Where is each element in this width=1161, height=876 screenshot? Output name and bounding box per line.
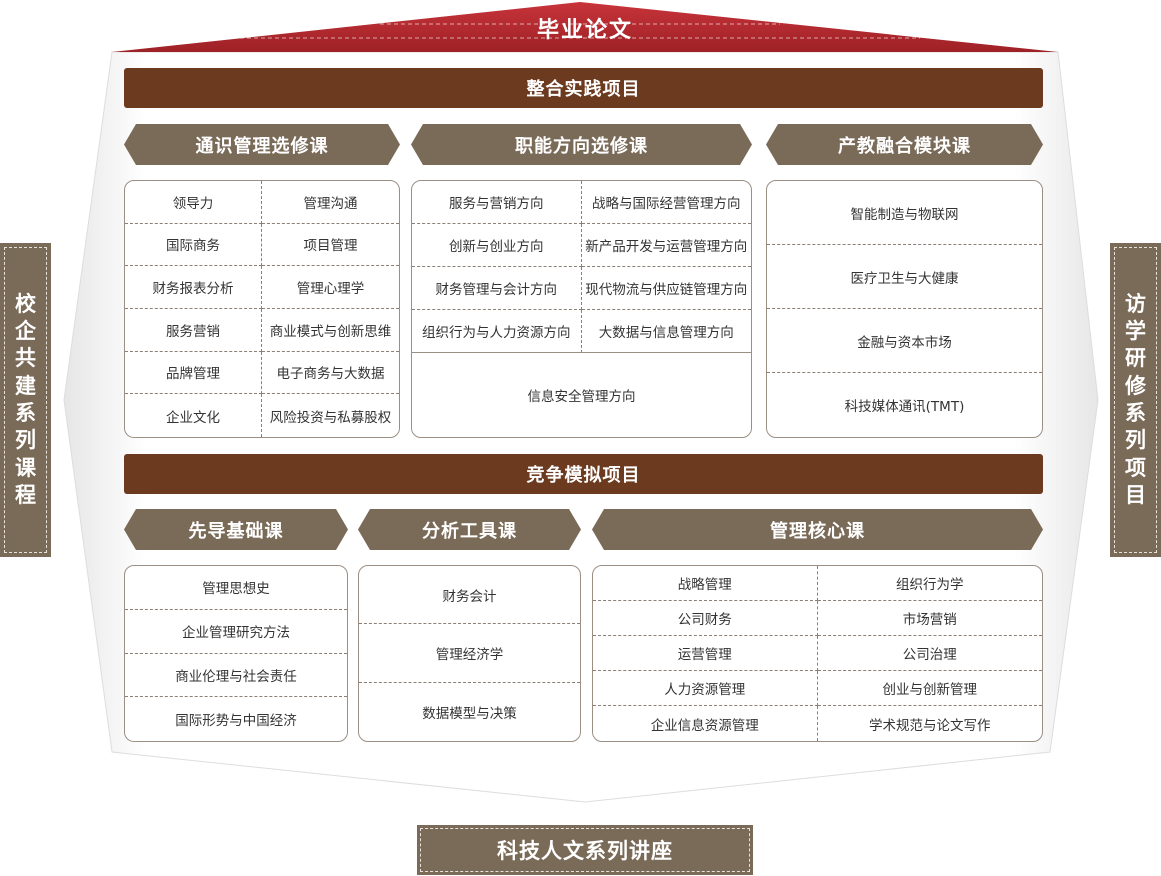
lecture-series-box: 科技人文系列讲座 — [417, 825, 753, 875]
right-pillar-char: 项 — [1125, 455, 1146, 480]
right-pillar-visiting-programs: 访 学 研 修 系 列 项 目 — [1110, 243, 1161, 557]
course-item: 商业模式与创新思维 — [262, 309, 399, 352]
course-item: 公司治理 — [817, 636, 1042, 671]
course-item: 学术规范与论文写作 — [869, 717, 991, 734]
roof-shape — [112, 2, 1058, 52]
foundation-courses-header: 先导基础课 — [124, 509, 348, 550]
course-item: 医疗卫生与大健康 — [767, 245, 1042, 309]
industry-modules-box: 智能制造与物联网 医疗卫生与大健康 金融与资本市场 科技媒体通讯(TMT) — [766, 180, 1043, 438]
course-item: 创新与创业方向 — [412, 224, 582, 267]
course-item: 数据模型与决策 — [422, 705, 517, 722]
course-item: 现代物流与供应链管理方向 — [581, 267, 751, 310]
course-item: 组织行为与人力资源方向 — [412, 310, 582, 353]
course-item: 金融与资本市场 — [767, 309, 1042, 373]
course-item: 国际商务 — [125, 223, 262, 267]
course-item: 运营管理 — [593, 636, 818, 671]
left-pillar-char: 列 — [15, 428, 36, 453]
course-item: 商业伦理与社会责任 — [125, 654, 347, 698]
course-item: 服务营销 — [125, 309, 262, 352]
course-item: 企业信息资源管理 — [593, 706, 818, 741]
general-electives-box: 领导力 管理沟通 国际商务 项目管理 财务报表分析 管理心理学 服务营销 商业模… — [124, 180, 400, 438]
right-pillar-char: 修 — [1125, 373, 1146, 398]
course-item: 新产品开发与运营管理方向 — [581, 224, 751, 267]
analytical-tools-header: 分析工具课 — [358, 509, 581, 550]
functional-electives-box: 服务与营销方向 战略与国际经营管理方向 创新与创业方向 新产品开发与运营管理方向… — [411, 180, 752, 438]
course-item: 项目管理 — [262, 224, 399, 267]
right-pillar-char: 列 — [1125, 428, 1146, 453]
course-item: 电子商务与大数据 — [262, 352, 399, 395]
course-item: 管理经济学 — [359, 624, 580, 683]
course-item: 战略与国际经营管理方向 — [581, 181, 751, 224]
core-courses-box: 战略管理 组织行为学 公司财务 市场营销 运营管理 公司治理 人力资源管理 创业… — [592, 565, 1043, 742]
analytical-tools-box: 财务会计 管理经济学 数据模型与决策 — [358, 565, 581, 742]
left-pillar-char: 建 — [15, 373, 36, 398]
left-pillar-char: 共 — [15, 346, 36, 371]
left-pillar-char: 程 — [15, 482, 36, 507]
course-item: 公司财务 — [593, 601, 818, 636]
course-item: 服务与营销方向 — [412, 181, 582, 224]
course-item: 管理思想史 — [125, 566, 347, 610]
functional-electives-header: 职能方向选修课 — [411, 124, 752, 165]
course-item: 管理心理学 — [262, 266, 399, 309]
foundation-courses-box: 管理思想史 企业管理研究方法 商业伦理与社会责任 国际形势与中国经济 — [124, 565, 348, 742]
left-pillar-char: 系 — [15, 401, 36, 425]
left-pillar-char: 企 — [15, 319, 36, 344]
course-item: 领导力 — [125, 181, 262, 224]
course-item: 大数据与信息管理方向 — [581, 310, 751, 353]
left-pillar-enterprise-courses: 校 企 共 建 系 列 课 程 — [0, 243, 51, 557]
right-pillar-char: 系 — [1125, 401, 1146, 425]
course-item: 战略管理 — [593, 566, 818, 601]
industry-modules-header: 产教融合模块课 — [766, 124, 1043, 165]
right-pillar-char: 目 — [1125, 482, 1146, 507]
course-item: 企业文化 — [125, 394, 262, 437]
course-item: 企业管理研究方法 — [125, 610, 347, 654]
general-electives-header: 通识管理选修课 — [124, 124, 400, 165]
course-item: 智能制造与物联网 — [767, 181, 1042, 245]
course-item: 人力资源管理 — [593, 671, 818, 706]
integrated-practice-bar: 整合实践项目 — [124, 68, 1043, 108]
course-item: 风险投资与私募股权 — [269, 409, 392, 426]
course-item: 管理沟通 — [262, 181, 399, 224]
course-item: 创业与创新管理 — [817, 671, 1042, 706]
course-item: 国际形势与中国经济 — [175, 713, 297, 730]
course-item: 财务管理与会计方向 — [412, 267, 582, 310]
left-pillar-char: 课 — [15, 455, 36, 480]
course-item: 财务报表分析 — [125, 266, 262, 309]
core-courses-header: 管理核心课 — [592, 509, 1043, 550]
course-item: 财务会计 — [359, 566, 580, 625]
course-item: 品牌管理 — [125, 351, 262, 395]
right-pillar-char: 学 — [1125, 319, 1146, 344]
right-pillar-char: 访 — [1125, 291, 1146, 316]
course-item: 科技媒体通讯(TMT) — [844, 399, 965, 415]
roof-title: 毕业论文 — [536, 18, 633, 43]
right-pillar-char: 研 — [1125, 346, 1146, 371]
course-item: 市场营销 — [817, 601, 1042, 636]
course-item: 信息安全管理方向 — [527, 389, 636, 405]
left-pillar-char: 校 — [15, 291, 36, 316]
competition-simulation-bar: 竞争模拟项目 — [124, 454, 1043, 494]
course-item: 组织行为学 — [817, 566, 1042, 601]
